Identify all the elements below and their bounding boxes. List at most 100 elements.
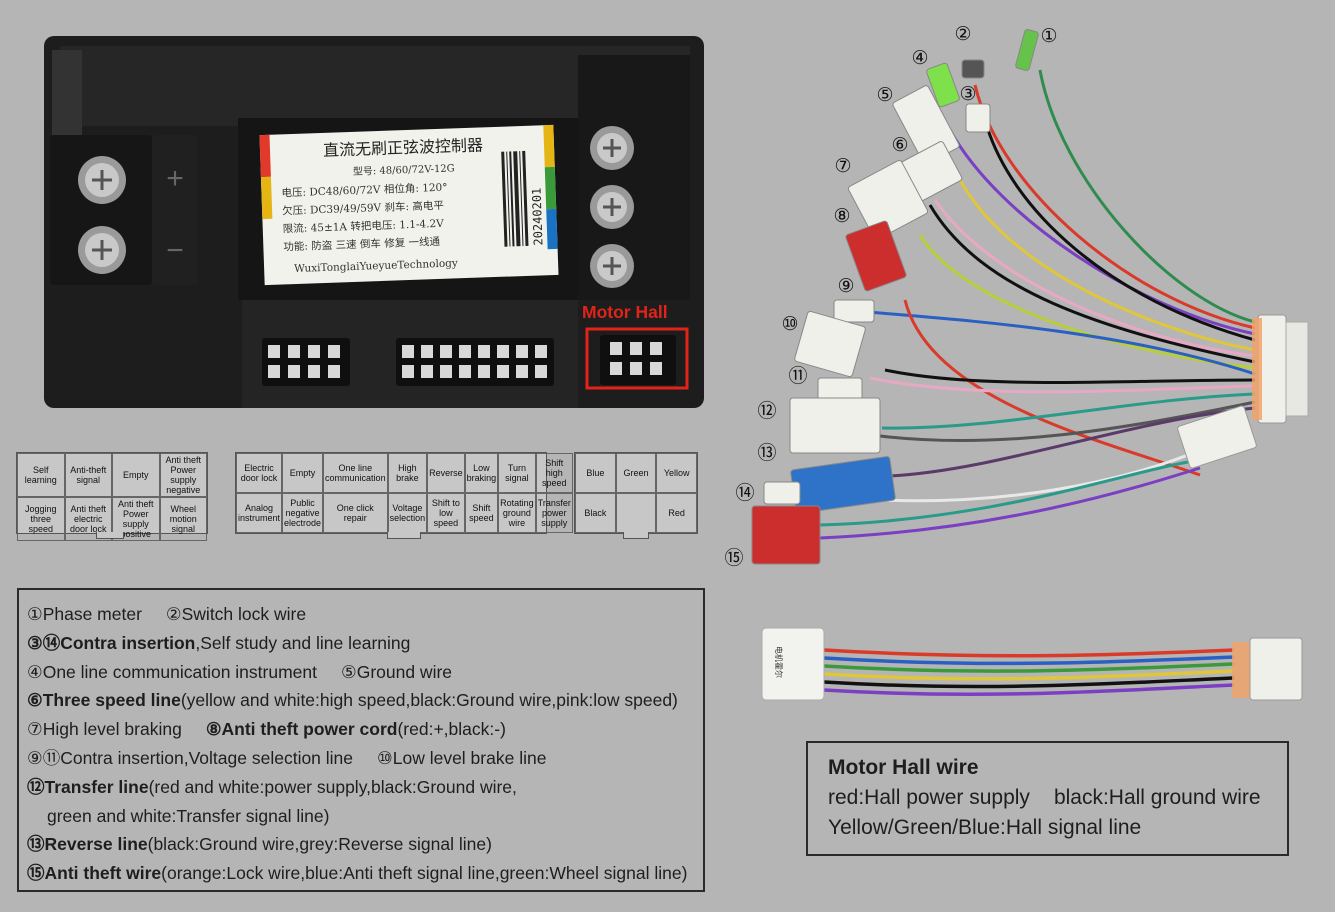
harness-wire — [819, 466, 1201, 540]
harness-number-label: ⑪ — [788, 365, 807, 387]
hall-cable-wire — [823, 669, 1235, 681]
pin-label: Shift speed — [464, 493, 499, 533]
harness-number-label: ⑫ — [757, 400, 776, 422]
pin-label: Electric door lock — [236, 453, 283, 493]
harness-number-label: ⑭ — [735, 482, 754, 504]
pin-label: Shift to low speed — [427, 493, 465, 533]
connector-pin — [268, 345, 280, 358]
connector-pin — [328, 365, 340, 378]
legend-text: ⑬ — [27, 834, 45, 855]
harness-wire — [889, 406, 1256, 478]
harness-plug — [847, 159, 929, 241]
label-functions: 功能: 防盗 三速 倒车 修复 一线通 — [283, 235, 441, 253]
harness-wire — [867, 310, 1256, 376]
harness-wire — [819, 458, 1201, 527]
harness-wire — [1038, 69, 1256, 324]
legend-text: Phase meter — [42, 604, 142, 624]
pin-label: Rotating ground wire — [498, 493, 536, 533]
harness-number-label: ④ — [911, 47, 928, 69]
hall-ground-text: black:Hall ground wire — [1053, 786, 1261, 809]
label-current: 限流: 45±1A 转把电压: 1.1-4.2V — [283, 217, 445, 236]
harness-wire — [884, 368, 1256, 384]
connector-pin — [459, 345, 471, 358]
plus-sign: + — [166, 162, 184, 195]
harness-number-label: ⑬ — [757, 442, 776, 464]
pin-label: Analog instrument — [236, 493, 283, 533]
pin-label: One line communication — [323, 453, 388, 493]
connector-pin — [402, 365, 414, 378]
harness-main-connector — [1252, 314, 1309, 424]
connector-pin — [268, 365, 280, 378]
battery-terminal-screw — [78, 226, 126, 274]
connector-pin — [610, 342, 622, 355]
pin-label: Wheel motion signal — [159, 497, 207, 541]
connector-pin — [535, 365, 547, 378]
legend-text: ⑮ — [27, 863, 45, 884]
harness-plug — [790, 456, 896, 514]
battery-terminal-block — [50, 135, 152, 285]
pin-label: Black — [575, 493, 616, 533]
connector-pin — [630, 362, 642, 375]
legend-text: (black:Ground wire,grey:Reverse signal l… — [147, 834, 492, 855]
hall-signal-text: Yellow/Green/Blue:Hall signal line — [828, 816, 1142, 839]
legend-text: ⑦ — [27, 719, 43, 740]
connector-pin — [497, 365, 509, 378]
harness-wire — [903, 299, 1201, 477]
harness-number-label: ① — [1040, 25, 1057, 47]
hall-legend-title: Motor Hall wire — [828, 756, 979, 779]
pin-label: Empty — [112, 453, 160, 497]
connector-16pin — [396, 338, 554, 386]
hall-cable-wire — [823, 655, 1235, 666]
label-model: 型号: 48/60/72V-12G — [353, 161, 455, 178]
pin-label: Red — [656, 493, 697, 533]
connector-pin — [421, 345, 433, 358]
harness-plug — [965, 103, 991, 133]
pin-label: Anti-theft signal — [64, 453, 112, 497]
pin-label — [615, 493, 657, 533]
legend-line: ⑬Reverse line(black:Ground wire,grey:Rev… — [27, 830, 695, 859]
harness-number-label: ③ — [959, 83, 976, 105]
harness-plug — [926, 62, 960, 108]
controller-photo: + − 直流无刷正弦波控制器 型号: 48/60/72V-12G 电压: DC4… — [44, 36, 704, 408]
legend-text: ⑤ — [341, 661, 357, 682]
legend-text: Contra insertion — [60, 632, 196, 653]
connector-pin — [402, 345, 414, 358]
connector-pin — [328, 345, 340, 358]
product-label: 直流无刷正弦波控制器 型号: 48/60/72V-12G 电压: DC48/60… — [259, 124, 559, 286]
harness-wire — [948, 129, 1256, 336]
connector-pin — [421, 365, 433, 378]
pin-label: Anti theft electric door lock — [64, 497, 112, 541]
connector-pin — [630, 342, 642, 355]
pin-label: Shift high speed — [535, 453, 573, 493]
pin-label: Anti theft Power supply positive — [112, 497, 160, 541]
connector-pin — [478, 345, 490, 358]
barcode-text: 20240201 — [529, 187, 545, 245]
harness-wire — [849, 448, 1201, 503]
legend-line: ⑨⑪Contra insertion,Voltage selection lin… — [27, 744, 695, 773]
legend-text: ③⑭ — [27, 632, 61, 653]
hall-cable-wire — [823, 676, 1235, 689]
pin-label: Reverse — [427, 453, 465, 493]
hall-power-text: red:Hall power supply — [828, 786, 1030, 809]
legend-text: Switch lock wire — [181, 604, 307, 624]
legend-text: (red:+,black:-) — [397, 719, 506, 740]
pin-label: Transfer power supply — [535, 493, 573, 533]
legend-line: ③⑭Contra insertion,Self study and line l… — [27, 629, 695, 658]
pin-label: Anti theft Power supply negative — [159, 453, 207, 497]
connector-pin — [650, 342, 662, 355]
connector-pin — [459, 365, 471, 378]
legend-text: One line communication instrument — [42, 661, 317, 682]
harness-wire — [983, 119, 1256, 342]
hall-cable-wire — [823, 648, 1235, 658]
pin-label: Voltage selection — [387, 493, 428, 533]
legend-text: Anti theft wire — [44, 863, 162, 884]
harness-number-label: ⑧ — [833, 205, 850, 227]
harness-number-label: ⑮ — [724, 547, 743, 569]
pin-label: High brake — [387, 453, 428, 493]
legend-text: Contra insertion,Voltage selection line — [60, 747, 354, 768]
legend-text: ⑫ — [27, 776, 45, 797]
